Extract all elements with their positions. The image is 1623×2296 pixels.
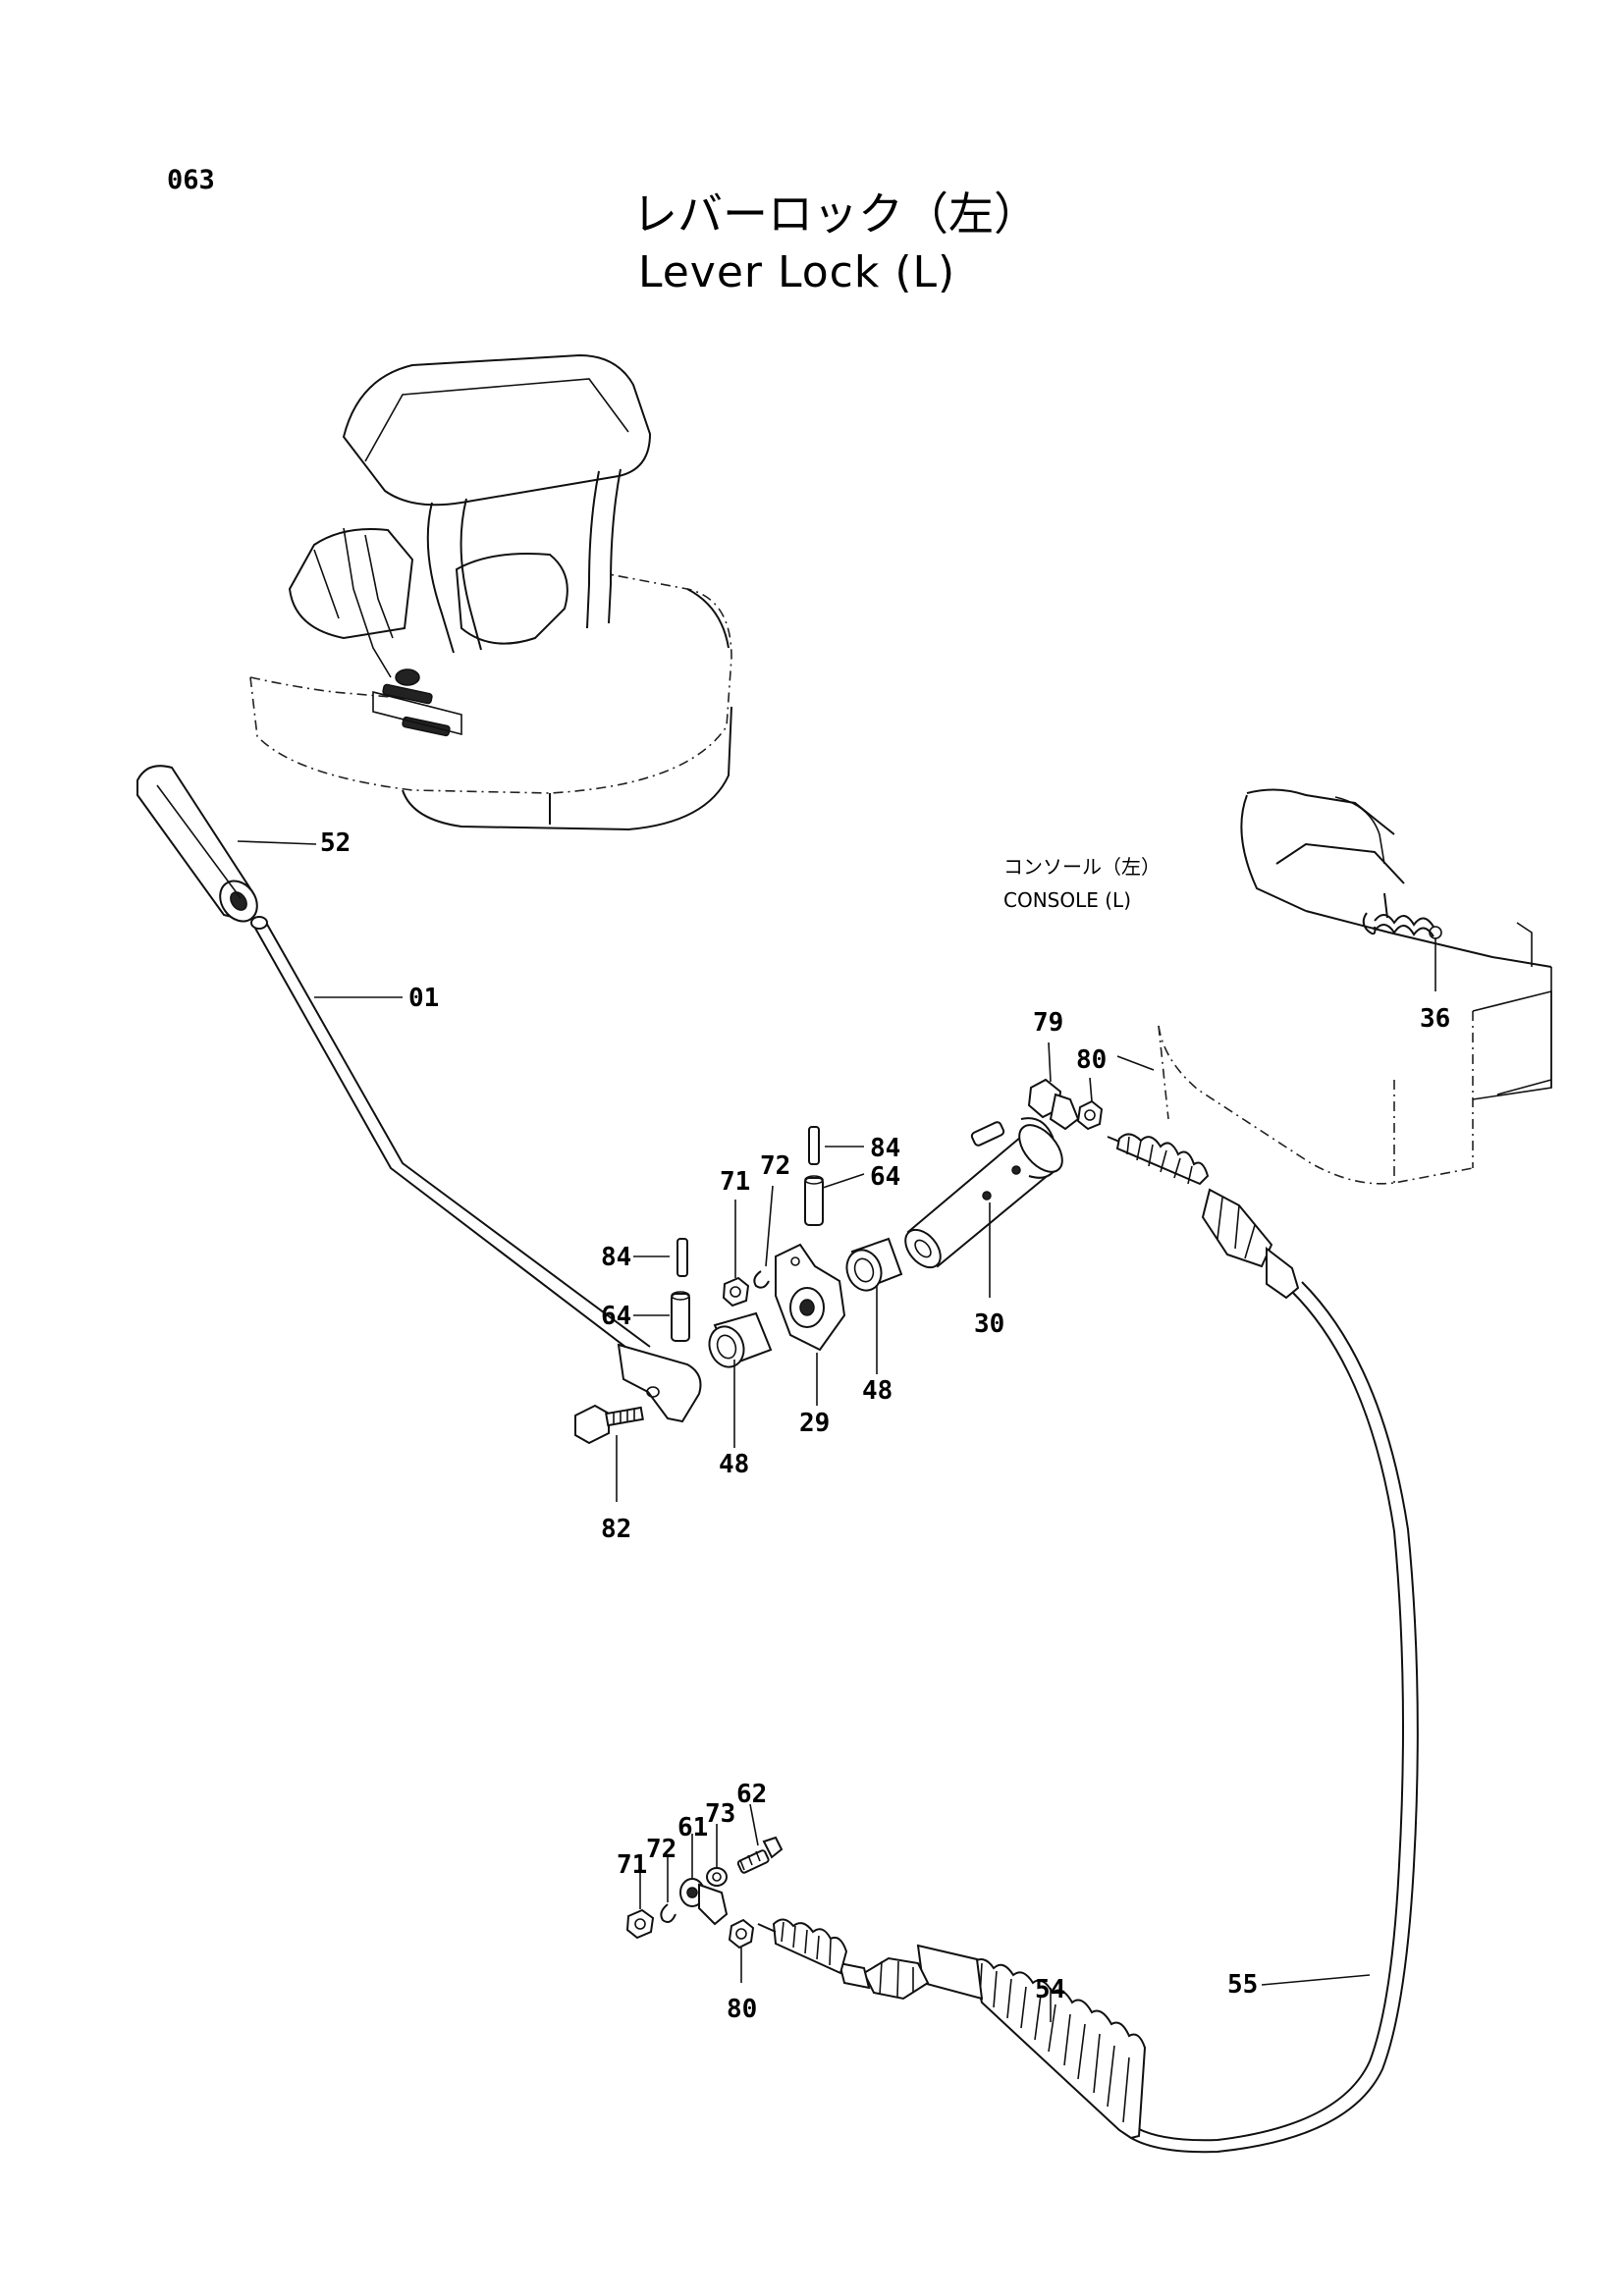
bushing-48-right: [845, 1237, 903, 1292]
bolt-62: [736, 1836, 784, 1874]
part-label-72-lower: 72: [646, 1835, 676, 1864]
leader-lines: [237, 840, 1436, 2022]
washer-73: [706, 1867, 728, 1887]
part-label-64-right: 64: [870, 1162, 900, 1192]
part-label-62: 62: [736, 1780, 767, 1809]
nut-80-lower: [728, 1918, 755, 1949]
part-label-72-upper: 72: [760, 1151, 790, 1181]
part-label-84-right: 84: [870, 1134, 900, 1163]
nut-71-lower: [625, 1908, 655, 1940]
washer-72-upper: [753, 1270, 770, 1289]
cable-55: [1107, 1133, 1419, 2154]
console-illustration: [1158, 788, 1552, 1185]
title-english: Lever Lock (L): [638, 247, 955, 297]
console-note-english: CONSOLE (L): [1003, 888, 1131, 912]
spring-pin-64-left: [671, 1291, 690, 1342]
nut-80-upper: [1076, 1099, 1104, 1131]
title-japanese: レバーロック（左）: [632, 187, 1039, 240]
shaft-30: [904, 1117, 1063, 1269]
nut-71-upper: [722, 1276, 750, 1308]
bushing-48-left: [708, 1311, 773, 1368]
cable-54: [757, 1918, 1147, 2140]
part-label-82: 82: [601, 1515, 631, 1544]
part-label-73: 73: [705, 1799, 735, 1829]
part-label-71-lower: 71: [617, 1850, 647, 1880]
part-label-52: 52: [320, 828, 351, 858]
machine-overview-illustration: [249, 353, 732, 831]
part-label-64-left: 64: [601, 1302, 631, 1331]
part-label-61: 61: [677, 1813, 708, 1842]
pin-84-right: [808, 1126, 820, 1165]
pin-84-left: [676, 1238, 688, 1277]
page-number: 063: [167, 165, 215, 195]
part-label-79: 79: [1033, 1008, 1063, 1038]
part-label-29: 29: [799, 1409, 830, 1438]
grip-52: [136, 765, 258, 923]
ball-joint-61: [679, 1878, 729, 1926]
part-label-71-upper: 71: [720, 1167, 750, 1197]
spring-pin-64-right: [804, 1175, 824, 1226]
part-label-80-lower: 80: [727, 1995, 757, 2024]
plate-29: [775, 1243, 846, 1352]
part-label-48-left: 48: [719, 1450, 749, 1479]
spring-36: [1362, 892, 1442, 939]
console-note-japanese: コンソール（左）: [1003, 855, 1161, 879]
part-label-48-right: 48: [862, 1376, 893, 1406]
washer-72-lower: [660, 1903, 676, 1923]
part-label-01: 01: [408, 984, 439, 1013]
ball-joint-79: [1027, 1078, 1080, 1131]
part-label-55: 55: [1227, 1970, 1258, 2000]
part-label-54: 54: [1035, 1975, 1065, 2004]
part-label-84-left: 84: [601, 1243, 631, 1272]
part-label-80-upper: 80: [1076, 1045, 1107, 1075]
bolt-82: [574, 1404, 644, 1445]
part-label-36: 36: [1420, 1004, 1450, 1034]
lever-rod-01: [250, 916, 702, 1423]
part-label-30: 30: [974, 1309, 1004, 1339]
